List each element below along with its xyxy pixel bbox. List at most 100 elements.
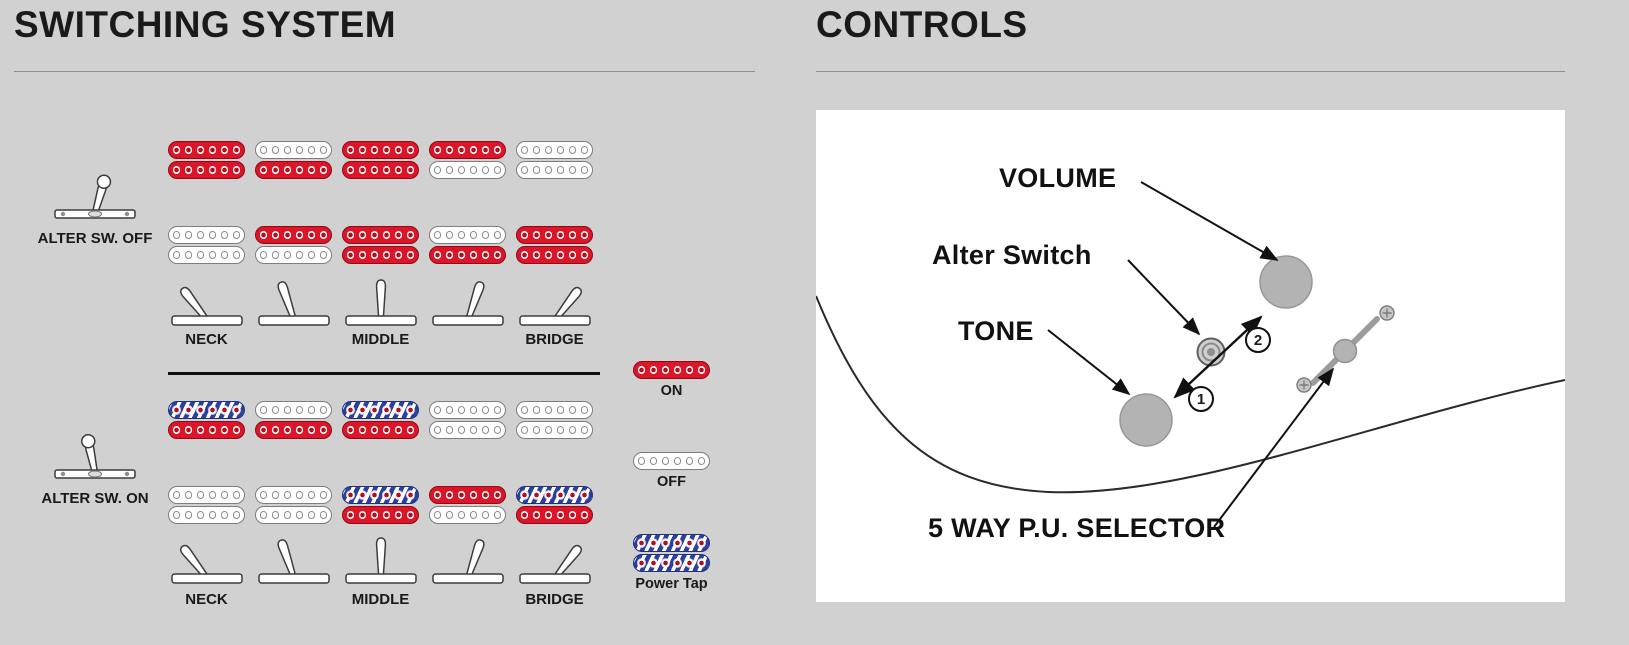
pole-piece-dot [220,406,229,414]
pole-piece-dot [307,406,316,414]
legend-label: Power Tap [635,576,708,592]
pole-piece-dot [406,231,415,239]
pole-piece-dot [196,406,205,414]
pole-piece-dot [532,511,541,519]
pole-piece-dot [697,457,706,465]
neck-pickup [255,141,332,179]
pickup-selector-lever-icon [429,272,506,332]
pickup-coil-tap [342,401,419,419]
pole-piece-dot [481,511,490,519]
alter-switch-state-label: ALTER SW. ON [41,490,149,507]
pole-piece-dot [259,231,268,239]
pole-piece-dot [271,231,280,239]
volume-label: VOLUME [999,163,1117,193]
neck-pickup-row [168,141,593,179]
pole-piece-dot [637,457,646,465]
pole-piece-dot [568,491,577,499]
controls-diagram-art [816,181,1565,528]
pickup-coil-tap [168,401,245,419]
pole-piece-dot [358,166,367,174]
pickup-coil-off [168,226,245,244]
bridge-pickup [429,486,506,524]
pole-piece-dot [544,511,553,519]
pole-piece-dot [319,426,328,434]
position-label [255,591,332,608]
pole-piece-dot [208,426,217,434]
pole-piece-dot [358,231,367,239]
pole-piece-dot [208,251,217,259]
tone-label: TONE [958,316,1034,346]
pickup-coil-tap [516,486,593,504]
pole-piece-dot [271,166,280,174]
pickup-coil-on [342,226,419,244]
pickup-coil-on [429,141,506,159]
pole-piece-dot [520,426,529,434]
pole-piece-dot [295,166,304,174]
pole-piece-dot [637,539,646,547]
pole-piece-dot [469,166,478,174]
pole-piece-dot [556,426,565,434]
pole-piece-dot [319,251,328,259]
alter-switch-knob [1196,337,1226,367]
bridge-pickup [255,486,332,524]
neck-pickup [168,401,245,439]
pole-piece-dot [184,166,193,174]
pole-piece-dot [346,491,355,499]
pole-piece-dot [220,231,229,239]
pole-piece-dot [370,231,379,239]
pole-piece-dot [697,366,706,374]
five-way-selector-lever-icon [1310,316,1380,386]
pole-piece-dot [637,559,646,567]
pickup-coil-on [168,421,245,439]
pole-piece-dot [172,406,181,414]
step-1-badge: 1 [1188,386,1214,412]
pole-piece-dot [220,426,229,434]
pole-piece-dot [196,491,205,499]
pole-piece-dot [493,426,502,434]
pole-piece-dot [469,426,478,434]
neck-pickup [516,141,593,179]
pickup-coil-on [429,486,506,504]
bridge-pickup [516,486,593,524]
neck-pickup [255,401,332,439]
position-label [255,331,332,348]
pole-piece-dot [493,251,502,259]
pole-piece-dot [172,511,181,519]
pole-piece-dot [457,231,466,239]
pole-piece-dot [457,146,466,154]
pole-piece-dot [307,511,316,519]
pickup-coil-off [429,401,506,419]
pole-piece-dot [568,511,577,519]
tone-pointer-arrow [1047,329,1131,396]
guitar-body-outline [816,295,1565,494]
pole-piece-dot [493,491,502,499]
pickup-coil-on [255,421,332,439]
pole-piece-dot [382,426,391,434]
pole-piece-dot [556,251,565,259]
pole-piece-dot [673,559,682,567]
pole-piece-dot [544,406,553,414]
pole-piece-dot [406,406,415,414]
pole-piece-dot [661,366,670,374]
pole-piece-dot [358,491,367,499]
pole-piece-dot [445,146,454,154]
pole-piece-dot [220,251,229,259]
pole-piece-dot [481,491,490,499]
pole-piece-dot [172,166,181,174]
pole-piece-dot [283,511,292,519]
legend-label: OFF [657,474,686,490]
pole-piece-dot [196,166,205,174]
pole-piece-dot [544,231,553,239]
pole-piece-dot [457,491,466,499]
pickup-coil-off [516,141,593,159]
legend-pickup-tap [633,534,710,572]
mode-toggle-arrow-up [1217,315,1263,358]
pole-piece-dot [544,146,553,154]
pole-piece-dot [445,406,454,414]
pickup-coil-off [429,506,506,524]
pole-piece-dot [382,511,391,519]
pole-piece-dot [469,406,478,414]
pole-piece-dot [406,511,415,519]
pole-piece-dot [382,146,391,154]
pole-piece-dot [649,366,658,374]
